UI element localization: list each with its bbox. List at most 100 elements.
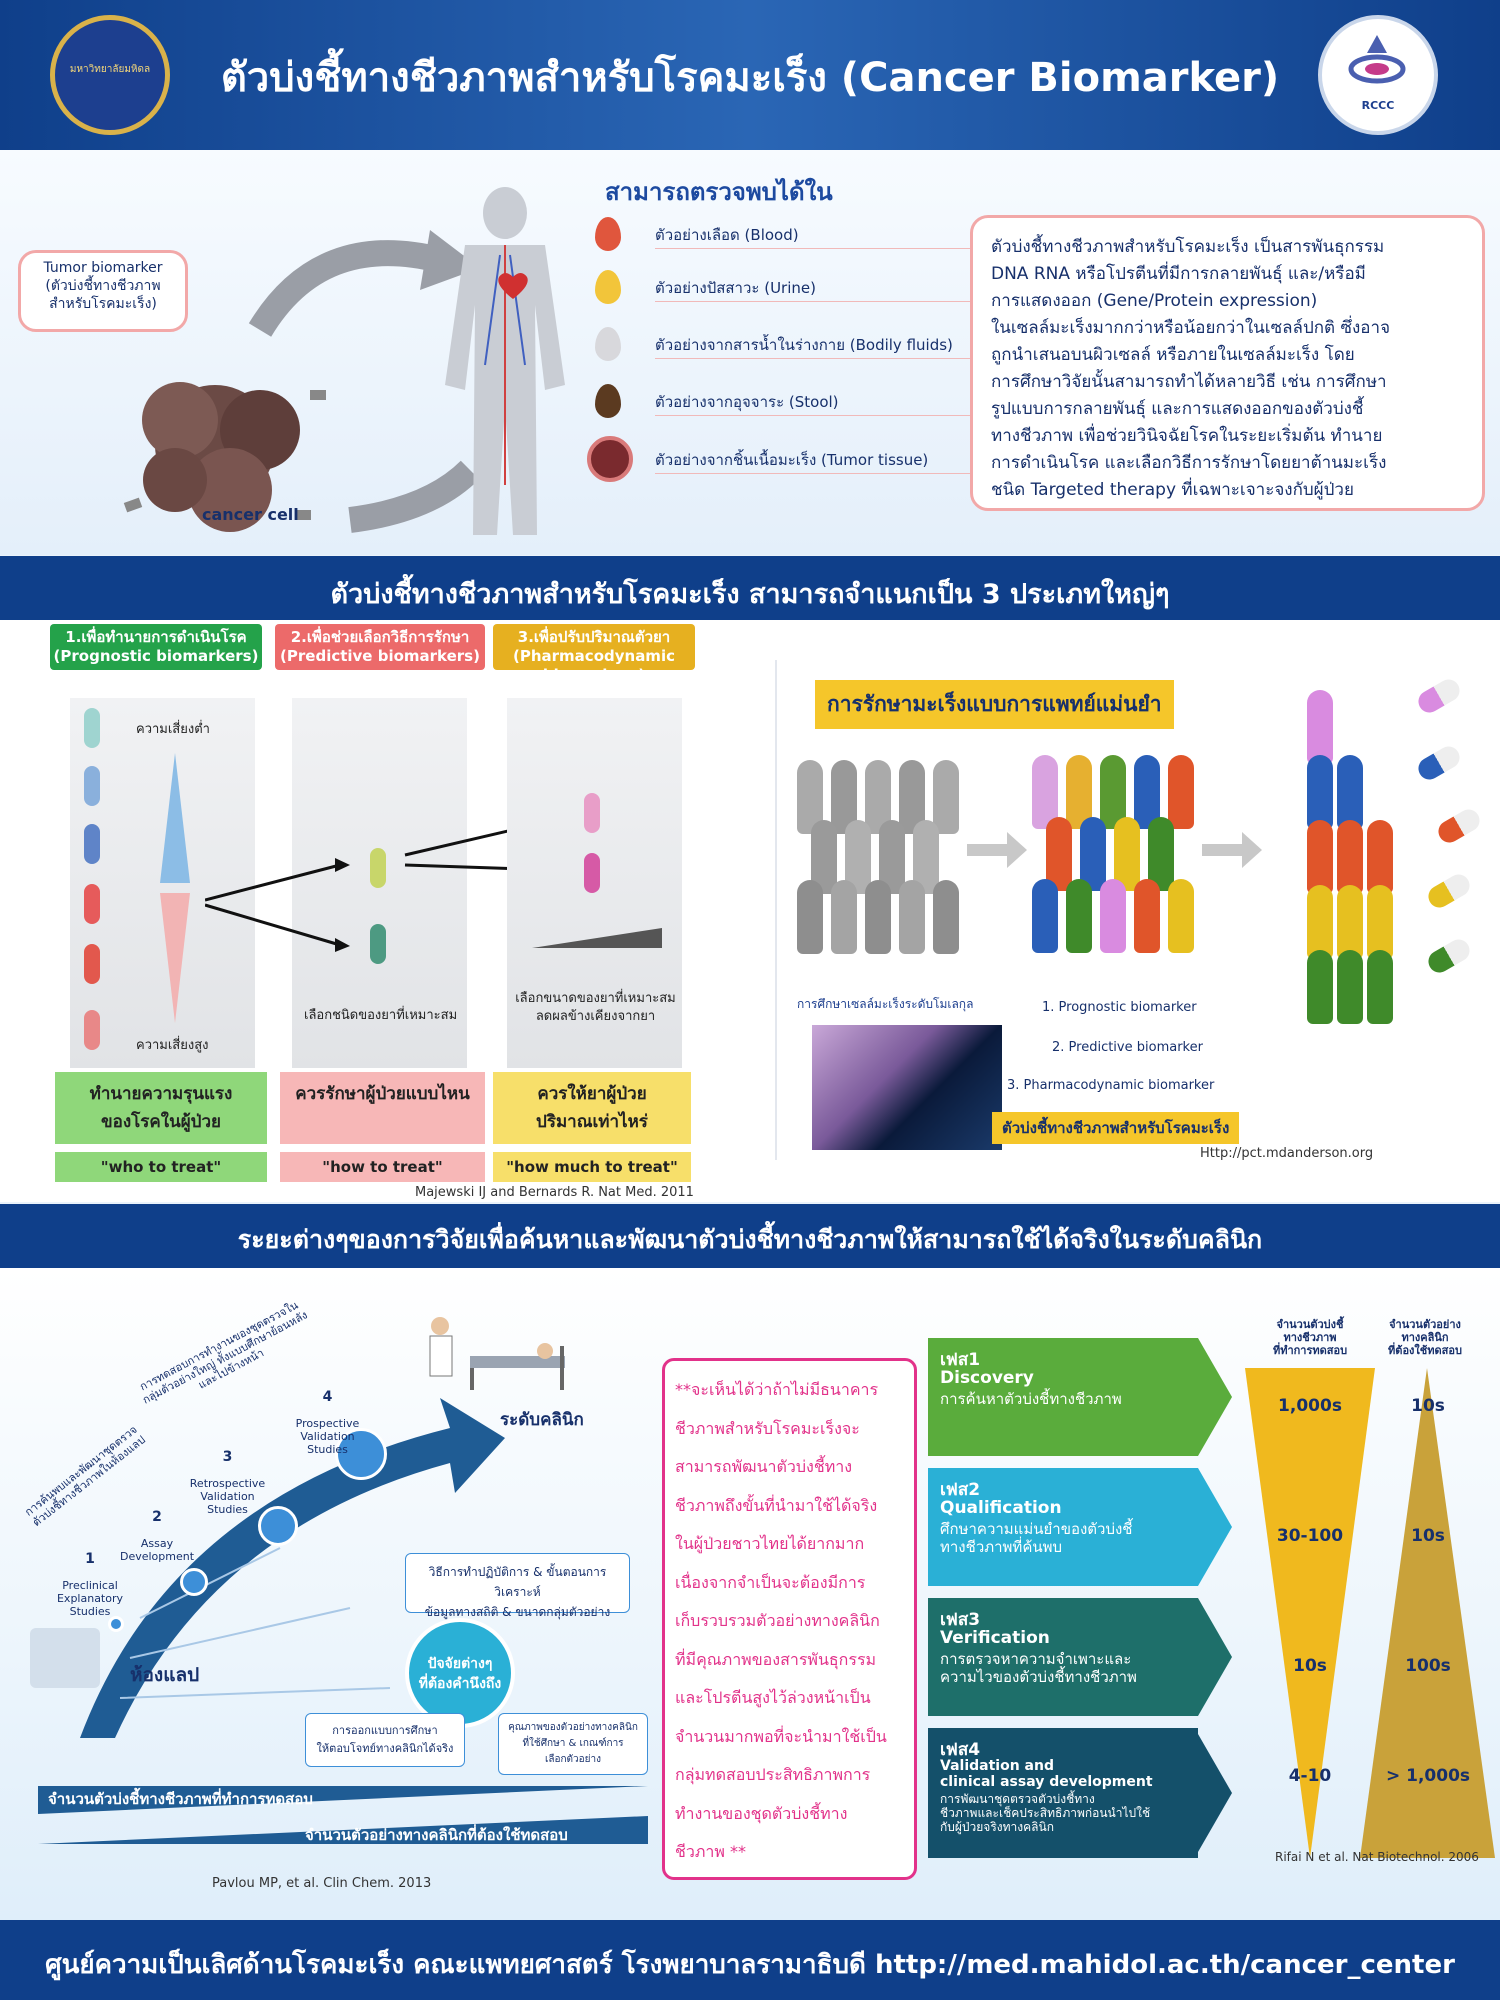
reference-mdanderson: Http://pct.mdanderson.org [1200,1146,1374,1161]
microscopy-image [812,1025,1002,1150]
high-risk-label: ความเสี่ยงสูง [136,1038,209,1053]
person-icon [1168,879,1194,953]
person-icon [1367,950,1393,1024]
sample-count-phase1: 10s [1411,1396,1445,1416]
how-much-to-treat-label: "how much to treat" [493,1152,691,1182]
research-progress-arrow [80,1398,505,1738]
sample-count-phase4: > 1,000s [1385,1766,1471,1786]
person-icon [1168,755,1194,829]
person-icon [1337,950,1363,1024]
description-line: ชนิด Targeted therapy ที่เฉพาะเจาะจงกับผ… [991,480,1354,500]
molecular-study-label: การศึกษาเซลล์มะเร็งระดับโมเลกุล [797,997,974,1011]
stool-drop-icon [595,384,621,418]
sorted-groups [1287,660,1484,1024]
person-icon [370,848,386,888]
stage-text: Assay Development [119,1537,195,1563]
rccc-emblem-icon [1348,35,1406,84]
stage-number: 2 [152,1509,162,1525]
left-logo-text: มหาวิทยาลัยมหิดล [69,64,151,75]
detect-title: สามารถตรวจพบได้ใน [605,178,833,206]
column-predictive-footer: ควรรักษาผู้ป่วยแบบไหน [280,1072,485,1144]
biomarker-list-2: 2. Predictive biomarker [1052,1040,1203,1055]
person-icon [84,944,100,984]
stage-dot-3 [258,1506,298,1546]
phase-arrow-icon [1198,1468,1232,1586]
person-icon [933,760,959,834]
biomarker-count-phase1: 1,000s [1278,1396,1342,1416]
phase-thai: การตรวจหาความจำเพาะและ ความไวของตัวบ่งชี… [940,1650,1137,1686]
note-line: ชีวภาพ ** [675,1842,747,1861]
person-icon [84,766,100,806]
stage-number: 4 [322,1389,333,1405]
human-body-illustration [445,187,565,535]
sample-urine: ตัวอย่างปัสสาวะ (Urine) [595,268,975,308]
sample-label: ตัวอย่างเลือด (Blood) [655,226,799,244]
person-icon [1307,950,1333,1024]
lab-illustration [30,1628,100,1688]
person-icon [84,824,100,864]
biomarker-count-bar-label: จำนวนตัวบ่งชี้ทางชีวภาพที่ทำการทดสอบ [48,1790,313,1808]
precision-medicine-panel: การรักษามะเร็งแบบการแพทย์แม่นยำ [775,660,1484,1160]
column-subtitle: (Predictive biomarkers) [280,647,480,665]
phase-thai: การค้นหาตัวบ่งชี้ทางชีวภาพ [940,1390,1122,1408]
stage-1: 1 Preclinical Explanatory Studies [50,1540,130,1631]
note-line: กลุ่มทดสอบประสิทธิภาพการ [675,1765,871,1784]
low-risk-label: ความเสี่ยงต่ำ [136,722,210,737]
phase-english: Verification [940,1628,1050,1648]
lab-label: ห้องแลป [130,1664,200,1686]
person-icon [1307,820,1333,894]
column-pharmacodynamic-footer: ควรให้ยาผู้ป่วย ปริมาณเท่าไหร่ [493,1072,691,1144]
arrow-right-icon [967,832,1027,868]
stage-text: Prospective Validation Studies [295,1417,360,1456]
column-prognostic-header: 1.เพื่อทำนายการดำเนินโรค (Prognostic bio… [50,624,262,670]
person-icon [1100,879,1126,953]
divider [655,248,975,249]
phase-thai: การพัฒนาชุดตรวจตัวบ่งชี้ทาง ชีวภาพและเช็… [940,1792,1151,1834]
sample-label: ตัวอย่างจากสารน้ำในร่างกาย (Bodily fluid… [655,336,953,354]
phase-title: เฟส1 [940,1350,981,1370]
phase-2-qualification: เฟส2 Qualification ศึกษาความแม่นยำของตัว… [928,1468,1198,1586]
reference-pavlou: Pavlou MP, et al. Clin Chem. 2013 [212,1876,432,1891]
column-prognostic-body: ความเสี่ยงต่ำ ความเสี่ยงสูง [70,698,255,1068]
reference-majewski: Majewski IJ and Bernards R. Nat Med. 201… [415,1185,694,1200]
how-to-treat-label: "how to treat" [280,1152,485,1182]
divider [655,415,975,416]
biomarker-count-phase2: 30-100 [1276,1526,1344,1546]
section-classification: 1.เพื่อทำนายการดำเนินโรค (Prognostic bio… [0,620,1500,1202]
person-icon [584,793,600,833]
who-to-treat-label: "who to treat" [55,1152,267,1182]
note-line: และโปรตีนสูงไว้ล่วงหน้าเป็น [675,1688,871,1707]
blood-drop-icon [595,217,621,251]
risk-gradient-icon [160,753,190,1023]
rccc-logo: RCCC [1318,15,1438,135]
header-banner: มหาวิทยาลัยมหิดล ตัวบ่งชี้ทางชีวภาพสำหรั… [0,0,1500,150]
person-icon [1367,820,1393,894]
person-icon [1307,755,1333,829]
person-icon [370,924,386,964]
person-icon [1134,879,1160,953]
sample-label: ตัวอย่างจากชิ้นเนื้อมะเร็ง (Tumor tissue… [655,451,929,469]
reference-rifai: Rifai N et al. Nat Biotechnol. 2006 [1275,1850,1479,1864]
sample-blood: ตัวอย่างเลือด (Blood) [595,215,975,255]
phase-english: Discovery [940,1368,1034,1388]
description-line: การดำเนินโรค และเลือกวิธีการรักษาโดยยาต้… [991,453,1387,473]
description-line: ทางชีวภาพ เพื่อช่วยวินิจฉัยโรคในระยะเริ่… [991,426,1383,446]
section2-title: ตัวบ่งชี้ทางชีวภาพสำหรับโรคมะเร็ง สามารถ… [330,579,1170,610]
biomarker-list-3: 3. Pharmacodynamic biomarker [1007,1078,1215,1093]
description-line: ในเซลล์มะเร็งมากกว่าหรือน้อยกว่าในเซลล์ป… [991,318,1391,338]
divider [655,358,975,359]
sample-count-bar-label: จำนวนตัวอย่างทางคลินิกที่ต้องใช้ทดสอบ [305,1826,568,1844]
bottom-wedges [38,1786,648,1844]
biomarker-count-phase4: 4-10 [1288,1766,1332,1786]
biomarker-count-header: จำนวนตัวบ่งชี้ ทางชีวภาพ ที่ทำการทดสอบ [1272,1318,1348,1357]
person-icon [1134,755,1160,829]
footer-text: ศูนย์ความเป็นเลิศด้านโรคมะเร็ง คณะแพทยศา… [45,1950,1455,1980]
patient-population-grey [797,760,959,954]
description-line: การศึกษาวิจัยนั้นสามารถทำได้หลายวิธี เช่… [991,372,1387,392]
description-line: รูปแบบการกลายพันธุ์ และการแสดงออกของตัวบ… [991,399,1364,419]
note-line: เนื่องจากจำเป็นจะต้องมีการ [675,1572,866,1592]
phase-arrow-icon [1198,1338,1232,1456]
stage-dot-2 [180,1568,208,1596]
phase-3-verification: เฟส3 Verification การตรวจหาความจำเพาะและ… [928,1598,1198,1716]
factor-center-circle: ปัจจัยต่างๆ ที่ต้องคำนึงถึง [405,1618,515,1728]
